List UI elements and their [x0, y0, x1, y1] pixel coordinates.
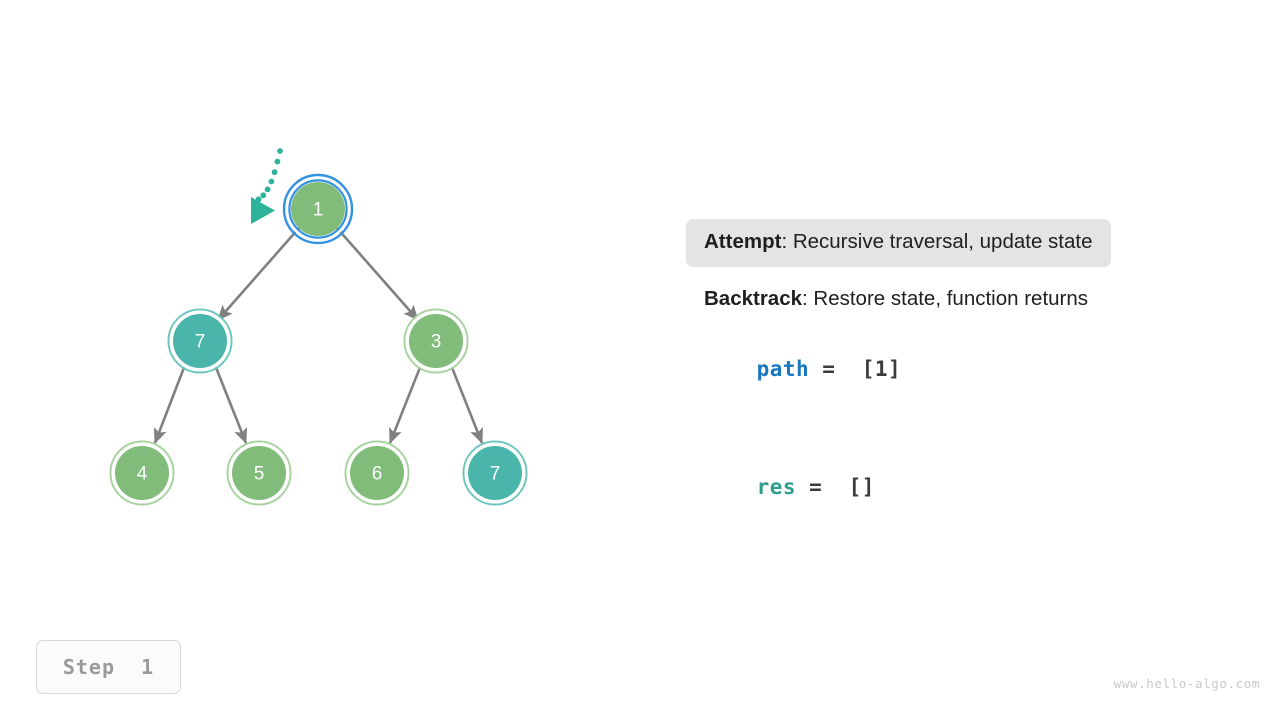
tree-node-5[interactable]: 5 [226, 440, 292, 506]
res-variable-value: = [] [796, 475, 875, 499]
site-watermark: www.hello-algo.com [1113, 676, 1260, 691]
tree-node-5-label: 5 [254, 464, 265, 485]
tree-node-3-outer-ring [403, 308, 469, 374]
binary-tree-diagram: 1 7 3 4 5 [109, 148, 528, 506]
tree-node-1-highlight-ring [282, 173, 354, 245]
backtrack-text: : Restore state, function returns [802, 287, 1089, 310]
attempt-text: : Recursive traversal, update state [781, 230, 1093, 253]
tree-node-7-left[interactable]: 7 [167, 308, 233, 374]
tree-node-7-right-label: 7 [490, 464, 501, 485]
tree-node-7-right[interactable]: 7 [462, 440, 528, 506]
tree-node-5-outer-ring [226, 440, 292, 506]
tree-node-7-left-white-gap [169, 310, 231, 372]
tree-node-7-right-outer-ring [462, 440, 528, 506]
tree-node-5-body [232, 446, 286, 500]
edge-3-to-7 [449, 364, 484, 444]
tree-node-3-white-gap [405, 310, 467, 372]
edge-1-to-3 [336, 227, 419, 321]
attempt-label: Attempt [704, 230, 782, 253]
tree-node-3[interactable]: 3 [403, 308, 469, 374]
tree-node-7-right-white-gap [464, 442, 526, 504]
tree-node-1-label: 1 [313, 200, 324, 221]
edge-7-to-4 [153, 364, 187, 444]
tree-nodes: 1 7 3 4 5 [109, 173, 528, 506]
path-variable-value: = [1] [809, 357, 902, 381]
step-indicator-badge: Step 1 [36, 640, 181, 694]
tree-node-1-body [291, 182, 345, 236]
path-variable-name: path [756, 357, 810, 381]
tree-node-7-left-body [173, 314, 227, 368]
res-variable-name: res [756, 475, 797, 499]
tree-node-6-body [350, 446, 404, 500]
attempt-description-row: Attempt: Recursive traversal, update sta… [686, 219, 1111, 267]
edge-3-to-6 [388, 364, 423, 444]
current-node-pointer [251, 148, 283, 224]
tree-edges [153, 227, 484, 444]
tree-node-6-outer-ring [344, 440, 410, 506]
path-variable-row: path = [1] [686, 333, 901, 405]
tree-node-4-label: 4 [137, 464, 148, 485]
tree-node-1[interactable]: 1 [282, 173, 354, 245]
tree-node-4-outer-ring [109, 440, 175, 506]
tree-node-4-body [115, 446, 169, 500]
tree-node-7-left-label: 7 [195, 332, 206, 353]
tree-node-4-white-gap [111, 442, 173, 504]
tree-node-1-white-gap [285, 176, 351, 242]
backtrack-description-row: Backtrack: Restore state, function retur… [686, 276, 1106, 324]
step-indicator-label: Step 1 [62, 655, 155, 679]
tree-node-6-white-gap [346, 442, 408, 504]
res-variable-row: res = [] [686, 451, 875, 523]
tree-node-6[interactable]: 6 [344, 440, 410, 506]
tree-node-5-white-gap [228, 442, 290, 504]
tree-node-6-label: 6 [372, 464, 383, 485]
pointer-trail-dots [255, 148, 283, 203]
tree-node-3-body [409, 314, 463, 368]
tree-node-4[interactable]: 4 [109, 440, 175, 506]
tree-node-7-right-body [468, 446, 522, 500]
edge-7-to-5 [213, 364, 248, 444]
tree-node-7-left-outer-ring [167, 308, 233, 374]
edge-1-to-7 [217, 227, 300, 321]
tree-node-3-label: 3 [431, 332, 442, 353]
backtrack-label: Backtrack [704, 287, 803, 310]
pointer-triangle-icon [251, 197, 275, 224]
tree-node-1-inner-ring [288, 179, 348, 239]
